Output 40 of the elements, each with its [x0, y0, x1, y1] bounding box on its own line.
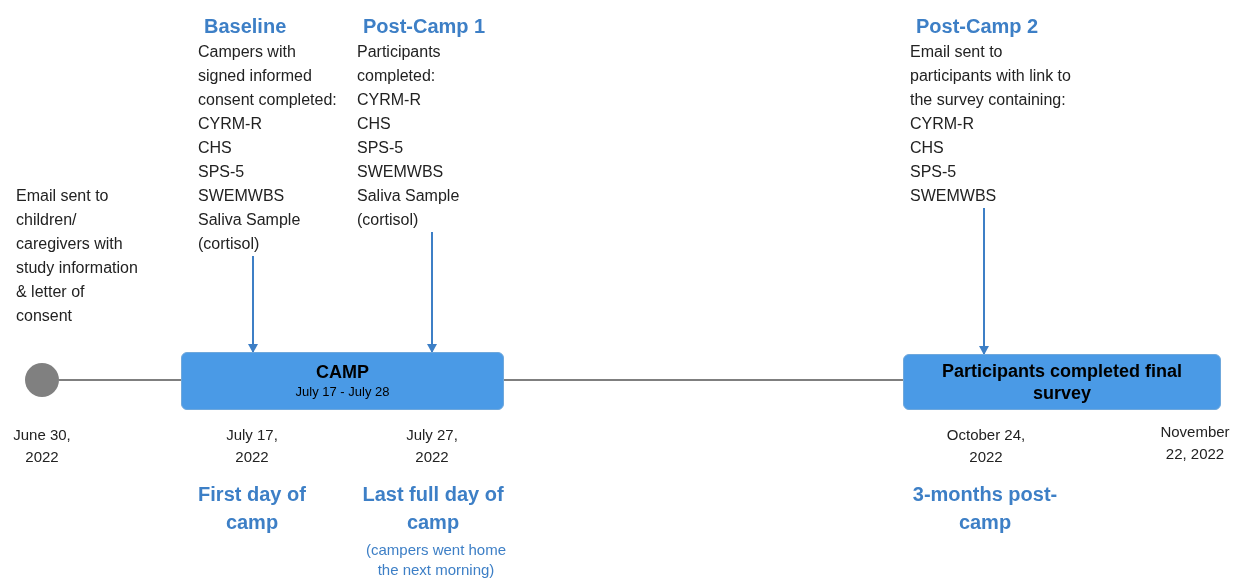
timeline-line — [58, 379, 182, 381]
timeline-box — [903, 354, 1221, 410]
phase-label: 3-months post-camp — [911, 482, 1059, 535]
date-label: July 17, 2022 — [225, 425, 279, 467]
box-title: Participants completed final survey — [940, 360, 1184, 404]
measure-text: CHS — [357, 114, 392, 134]
phase-label: Last full day of camp — [361, 482, 505, 535]
measure-text: CYRM-R — [910, 114, 975, 134]
arrow — [427, 231, 437, 353]
measure-text: SWEMWBS — [198, 186, 286, 206]
measure-text: Campers with signed informed consent completed: — [198, 42, 338, 110]
measure-text: CHS — [198, 138, 233, 158]
measure-text: Saliva Sample (cortisol) — [198, 210, 302, 254]
box-subtitle: July 17 - July 28 — [295, 383, 390, 401]
measure-text: Email sent to participants with link to the survey containing: — [910, 42, 1072, 110]
measure-text: SWEMWBS — [910, 186, 998, 206]
timeline-box — [181, 352, 504, 410]
timepoint-heading: Post-Camp 2 — [915, 14, 1040, 39]
date-label: June 30, 2022 — [12, 425, 72, 467]
arrow — [248, 255, 258, 353]
timepoint-heading: Baseline — [203, 14, 288, 39]
measure-text: Participants completed: — [357, 42, 442, 86]
event-description: Email sent to children/ caregivers with study information & letter of consent — [16, 186, 139, 326]
measure-text: SPS-5 — [910, 162, 958, 182]
box-title: CAMP — [316, 361, 369, 383]
timeline-line — [503, 379, 904, 381]
date-label: July 27, 2022 — [405, 425, 459, 467]
measure-text: CYRM-R — [198, 114, 263, 134]
arrow — [979, 207, 989, 355]
measure-text: CYRM-R — [357, 90, 422, 110]
date-label: October 24, 2022 — [945, 425, 1027, 467]
date-label: November 22, 2022 — [1159, 422, 1231, 464]
measure-text: Saliva Sample (cortisol) — [357, 186, 461, 230]
measure-text: SWEMWBS — [357, 162, 445, 182]
measure-text: SPS-5 — [198, 162, 246, 182]
timepoint-heading: Post-Camp 1 — [362, 14, 487, 39]
measure-text: CHS — [910, 138, 945, 158]
note-text: (campers went home the next morning) — [364, 540, 508, 580]
measure-text: SPS-5 — [357, 138, 405, 158]
phase-label: First day of camp — [197, 482, 307, 535]
